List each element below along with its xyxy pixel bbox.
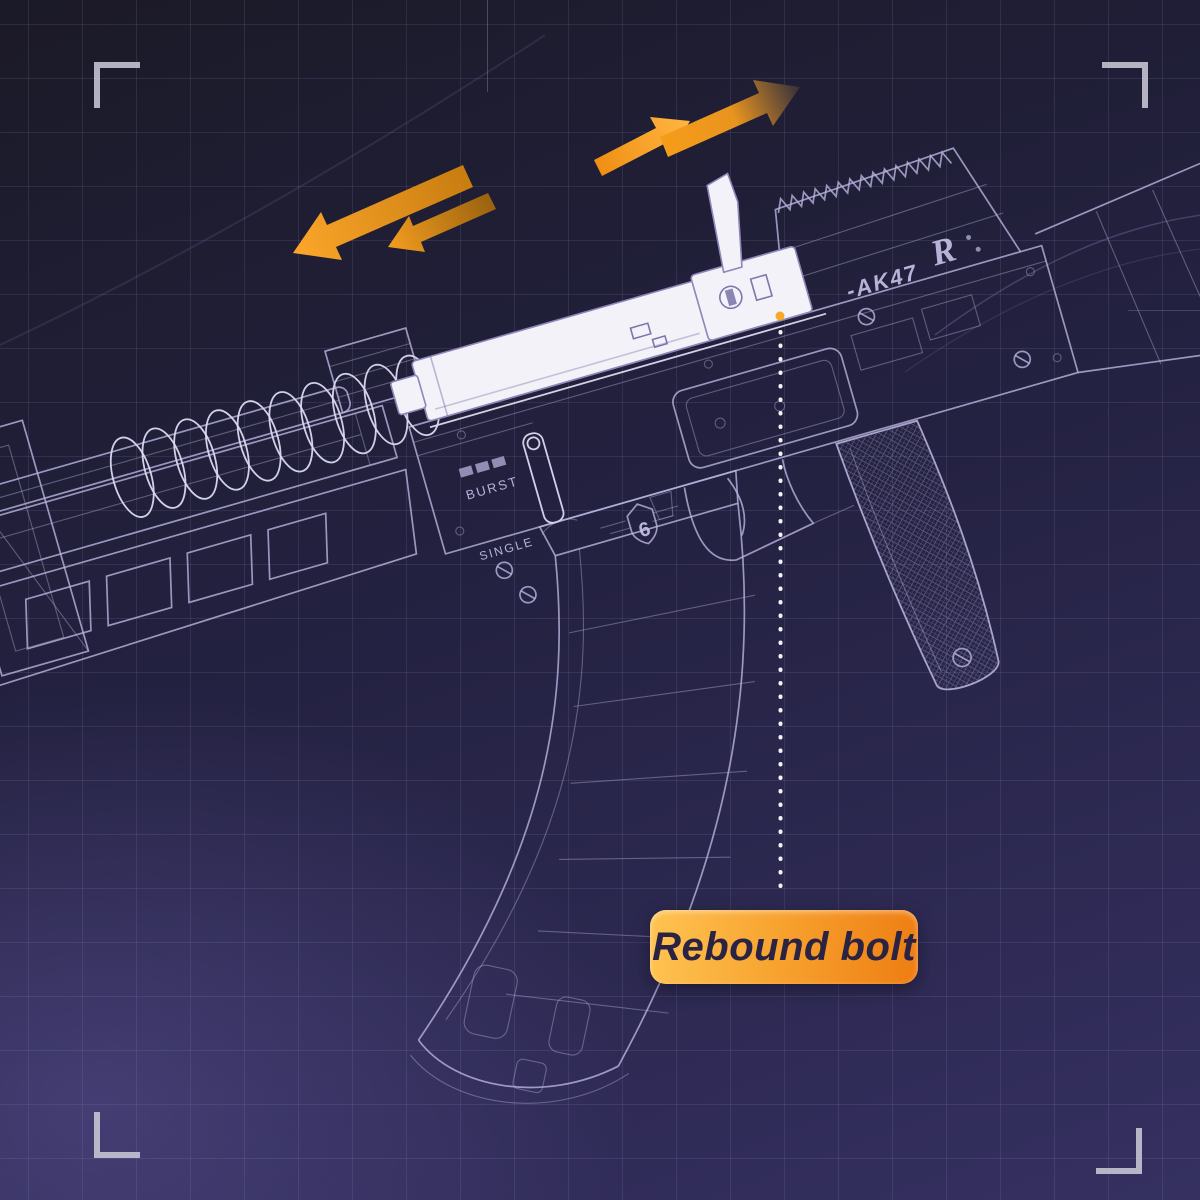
stock-lines <box>1034 84 1200 374</box>
badge-number: 6 <box>636 518 653 542</box>
corner-bracket-top-left <box>94 62 140 108</box>
recoil-spring <box>109 354 448 518</box>
reference-tick-horizontal <box>1128 310 1200 311</box>
arrow-forward-small-icon <box>594 117 690 176</box>
pistol-grip <box>835 419 1000 691</box>
rebound-bolt-label-text: Rebound bolt <box>652 924 916 969</box>
arrow-back-small-icon <box>388 193 496 252</box>
corner-bracket-top-right <box>1102 62 1148 108</box>
arrow-back-large-icon <box>293 165 473 260</box>
motion-arrows <box>293 80 800 260</box>
model-markings: -AK47 R <box>844 228 981 304</box>
winged-badge: 6 <box>600 503 679 545</box>
selector-single-label: SINGLE <box>478 534 536 563</box>
trigger-group <box>683 459 855 562</box>
magazine <box>409 469 756 1104</box>
rebound-bolt-label: Rebound bolt <box>650 910 918 984</box>
fire-selector: BURST SINGLE <box>458 432 578 604</box>
charging-handle <box>706 172 743 274</box>
corner-bracket-bottom-left <box>94 1112 140 1158</box>
handguard-front-assembly <box>0 327 425 693</box>
selector-burst-label: BURST <box>464 473 520 502</box>
maker-initial-marking: R <box>925 228 960 273</box>
model-name-marking: -AK47 <box>844 259 922 303</box>
bolt-anchor-dot <box>775 311 785 321</box>
receiver-body <box>408 244 1080 555</box>
arrow-forward-large-icon <box>660 80 800 157</box>
reference-tick-vertical <box>487 0 488 92</box>
corner-bracket-bottom-right <box>1096 1128 1142 1174</box>
decor-swoosh-lines <box>0 34 1200 373</box>
